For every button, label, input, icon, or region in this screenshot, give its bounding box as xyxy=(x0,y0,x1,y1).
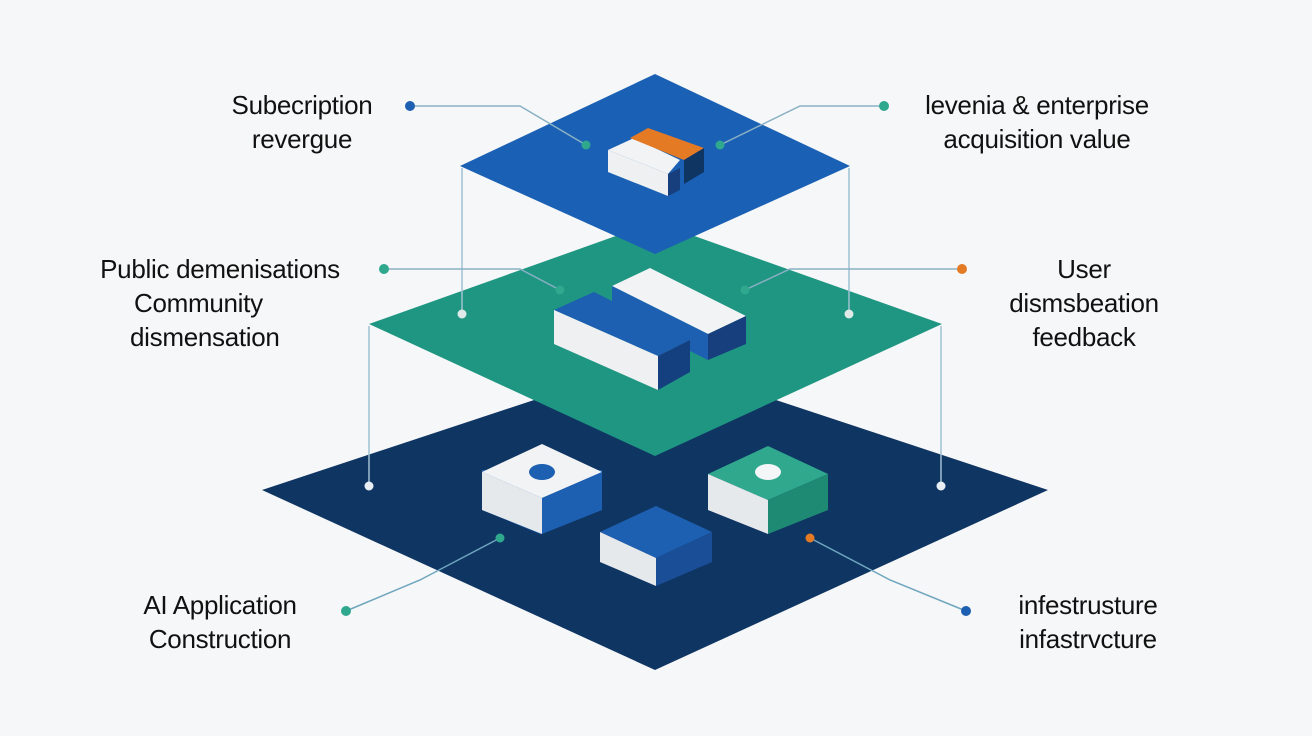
white-dot-icon xyxy=(755,464,781,480)
blue-dot-icon xyxy=(529,464,555,480)
teal-dot-icon xyxy=(379,264,389,274)
top-block xyxy=(608,128,704,196)
bottom-right-anchor-dot xyxy=(936,481,946,491)
blue-dot-icon xyxy=(405,101,415,111)
connector-top-left xyxy=(410,105,587,146)
label-middle-left: Public demenisations Community dismensat… xyxy=(100,254,340,352)
orange-dot-icon xyxy=(805,533,815,543)
bottom-left-anchor-dot xyxy=(364,481,374,491)
label-bottom-right: infestrusture infastrvcture xyxy=(1018,590,1158,654)
teal-dot-icon xyxy=(341,606,351,616)
label-bottom-left: AI Application Construction xyxy=(143,590,297,654)
teal-dot-icon xyxy=(581,140,591,150)
teal-dot-icon xyxy=(715,140,725,150)
teal-dot-icon xyxy=(555,285,565,295)
middle-right-anchor-dot xyxy=(844,309,854,319)
orange-dot-icon xyxy=(957,264,967,274)
teal-dot-icon xyxy=(740,285,750,295)
connector-bottom-left xyxy=(345,537,501,612)
label-middle-right: User dismsbeation feedback xyxy=(1009,254,1159,352)
connector-bottom-right xyxy=(809,537,967,612)
connector-middle-right xyxy=(744,268,962,291)
label-top-left: Subecription revergue xyxy=(231,90,373,154)
label-top-right: levenia & enterprise acquisition value xyxy=(925,90,1149,154)
teal-dot-icon xyxy=(495,533,505,543)
middle-left-anchor-dot xyxy=(457,309,467,319)
connector-middle-left xyxy=(384,268,561,291)
blue-dot-icon xyxy=(961,606,971,616)
connector-top-right xyxy=(719,105,884,146)
middle-block-front xyxy=(554,292,690,390)
orange-block-top xyxy=(630,128,704,160)
teal-dot-icon xyxy=(879,101,889,111)
bottom-block-center xyxy=(600,506,712,586)
bottom-block-left xyxy=(482,444,602,534)
bottom-block-right xyxy=(708,446,828,534)
